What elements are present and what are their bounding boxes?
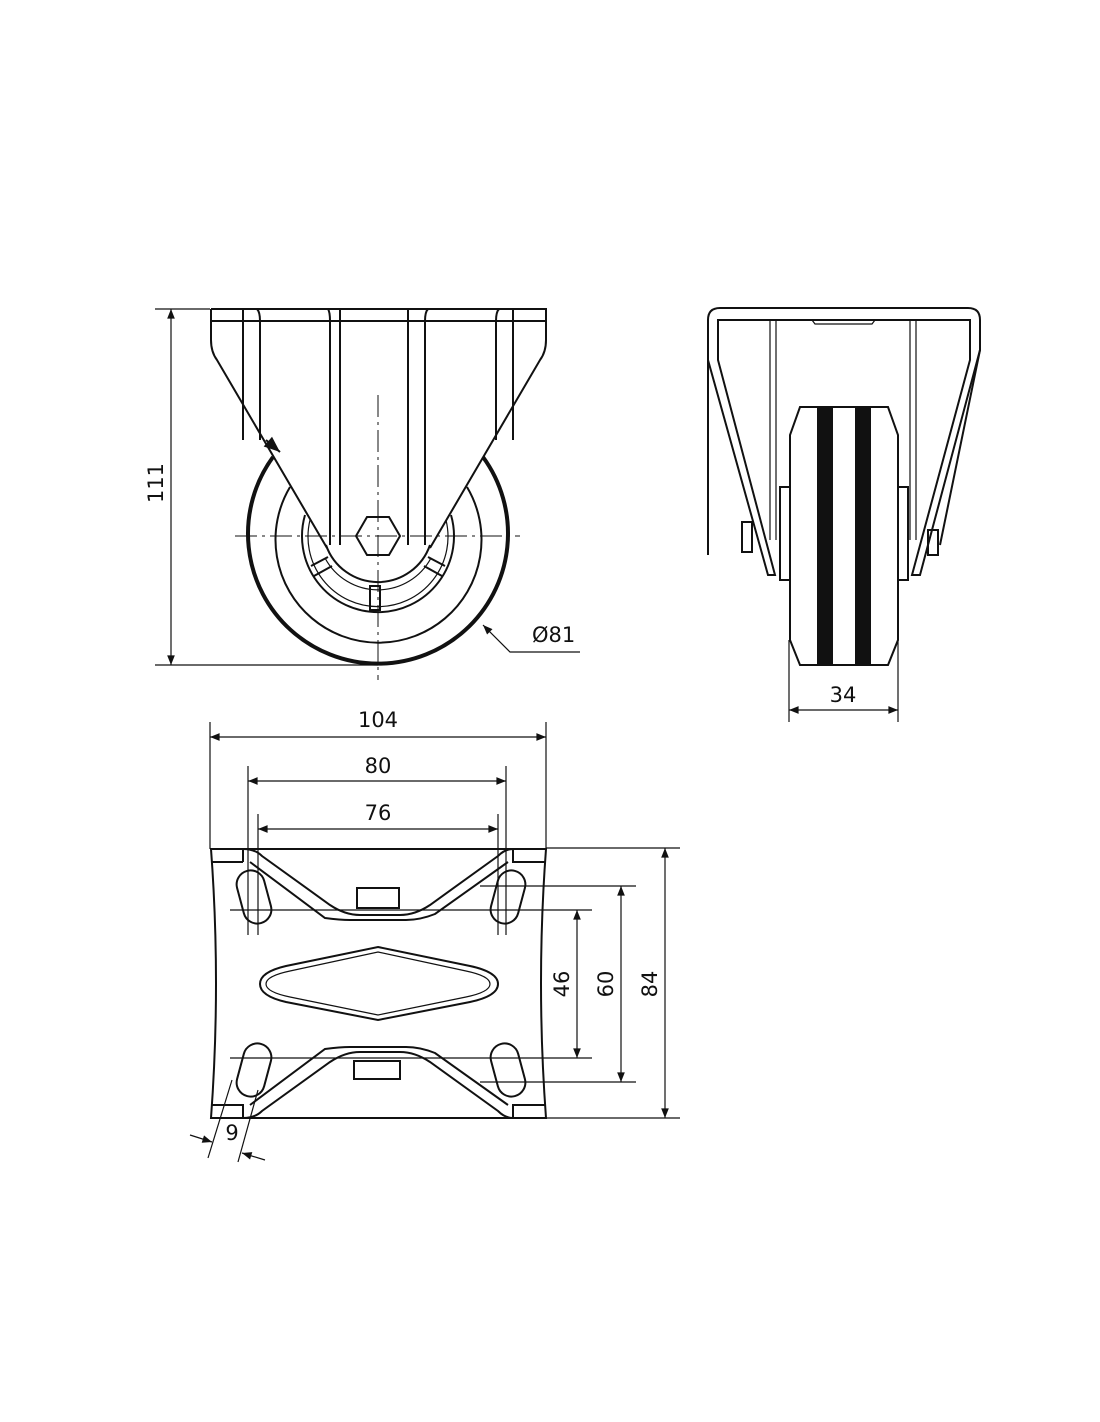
dim-wheel-width: 34 xyxy=(830,683,857,707)
dim-hole-spacing-inner-length: 76 xyxy=(365,801,392,825)
front-view: 111 Ø81 xyxy=(144,308,580,680)
fork-frame xyxy=(707,307,981,581)
center-cutout xyxy=(258,945,500,1022)
dim-plate-length: 104 xyxy=(358,708,398,732)
dim-wheel-diameter: Ø81 xyxy=(532,623,575,647)
dim-hole-spacing-outer-length: 80 xyxy=(365,754,392,778)
dim-plate-width: 84 xyxy=(638,971,662,998)
mounting-plate-view: 104 80 76 46 60 84 9 xyxy=(189,708,680,1163)
dim-overall-height: 111 xyxy=(144,463,168,503)
wheel-side xyxy=(789,406,899,666)
side-view: 34 xyxy=(707,307,981,722)
bolt-nut-top xyxy=(356,887,400,909)
fork-bracket xyxy=(210,308,547,549)
dim-slot-width: 9 xyxy=(225,1121,238,1145)
axle-nut xyxy=(354,516,402,556)
dim-hole-spacing-outer-width: 60 xyxy=(594,971,618,998)
dimension-wheel-width: 34 xyxy=(788,640,899,722)
dim-hole-spacing-inner-width: 46 xyxy=(550,971,574,998)
dimension-wheel-diameter: Ø81 xyxy=(482,623,580,653)
mounting-slots xyxy=(235,869,527,1098)
bolt-nut-bottom xyxy=(353,1060,401,1080)
dimension-overall-height: 111 xyxy=(144,308,378,666)
